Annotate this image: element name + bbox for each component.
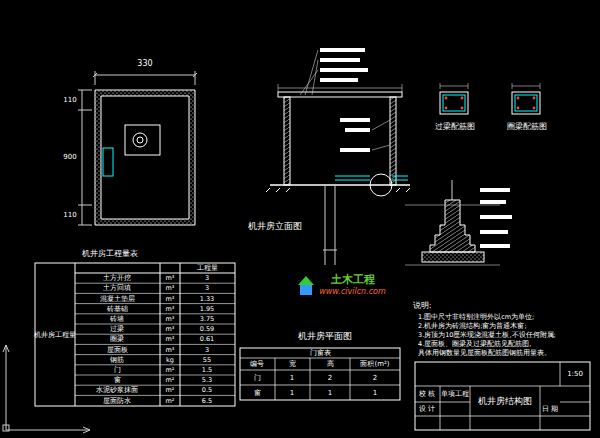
drawing-label: 面积(m²) — [360, 361, 389, 368]
drawing-label: m³ — [166, 346, 175, 353]
drawing-label: 混凝土垫层 — [100, 295, 135, 302]
drawing-label: 工程量 — [197, 265, 218, 272]
drawing-label: 砖基础 — [107, 305, 128, 312]
drawing-label: 5.3 — [202, 377, 212, 384]
drawing-label: 4.屋面板、圈梁及过梁配筋见配筋图, — [418, 341, 531, 348]
drawing-label: 屋面板 — [107, 346, 128, 353]
drawing-label: 砖墙 — [110, 316, 124, 323]
drawing-label: 具体用钢数量见屋面板配筋图钢筋用量表。 — [418, 350, 551, 357]
drawing-label: 1 — [328, 389, 332, 396]
drawing-label: 2.机井房为砖混结构;窗为普通木窗; — [418, 323, 527, 330]
drawing-label: 0.59 — [200, 326, 214, 333]
drawing-label: 330 — [137, 60, 152, 68]
drawing-label: 55 — [203, 356, 211, 363]
drawing-label: m² — [166, 387, 175, 394]
drawing-label: 1 — [373, 389, 377, 396]
drawing-label: 0.5 — [202, 387, 212, 394]
drawing-label: kg — [166, 356, 174, 363]
drawing-label: 说明: — [413, 302, 432, 310]
drawing-label: 水泥砂浆抹面 — [96, 387, 138, 394]
drawing-label: 机井房工程量 — [34, 332, 76, 339]
drawing-label: 土方开挖 — [103, 275, 131, 282]
node-text: 机井房结构图 — [478, 396, 532, 406]
drawing-label: 圈梁配筋图 — [507, 123, 547, 131]
drawing-label: 2 — [328, 374, 332, 381]
drawing-label: m² — [166, 377, 175, 384]
drawing-label: 窗 — [254, 389, 261, 396]
title-cell: 机井房结构图 — [472, 388, 538, 414]
drawing-label: 2 — [373, 374, 377, 381]
drawing-label: 机井房立面图 — [248, 222, 302, 231]
drawing-label: 机井房平面图 — [298, 332, 352, 341]
drawing-label: 过梁配筋图 — [435, 123, 475, 131]
drawing-label: m² — [166, 397, 175, 404]
drawing-label: 110 — [63, 97, 76, 104]
node-text: 土木工程 — [331, 274, 375, 287]
drawing-label: 门 — [114, 367, 121, 374]
drawing-label: 编号 — [250, 361, 264, 368]
drawing-label: 单项工程 — [441, 391, 469, 398]
drawing-label: m³ — [166, 285, 175, 292]
node-text: www.civilcn.com — [319, 287, 386, 296]
drawing-label: 钢筋 — [110, 356, 124, 363]
drawing-label: 110 — [63, 212, 76, 219]
drawing-label: 6.5 — [202, 397, 212, 404]
drawing-label: 3.75 — [200, 316, 214, 323]
drawing-label: 门窗表 — [310, 350, 331, 357]
drawing-label: m³ — [166, 305, 175, 312]
watermark-badge: 土木工程www.civilcn.com — [316, 270, 389, 300]
drawing-label: 设 计 — [419, 406, 435, 413]
drawing-label: 3 — [205, 275, 209, 282]
drawing-label: 3 — [205, 346, 209, 353]
drawing-label: 圈梁 — [110, 336, 124, 343]
drawing-label: m² — [166, 367, 175, 374]
drawing-label: 门 — [254, 374, 261, 381]
drawing-label: 校 核 — [419, 391, 435, 398]
drawing-label: 1 — [290, 389, 294, 396]
drawing-label: 1.95 — [200, 305, 214, 312]
drawing-label: 高 — [327, 361, 334, 368]
drawing-label: 1:50 — [567, 371, 583, 378]
drawing-label: 机井房工程量表 — [82, 250, 138, 258]
drawing-label: m³ — [166, 336, 175, 343]
drawing-label: m³ — [166, 295, 175, 302]
drawing-label: 屋面防水 — [103, 397, 131, 404]
drawing-label: 3 — [205, 285, 209, 292]
drawing-label: 900 — [63, 154, 76, 161]
drawing-label: 日 期 — [542, 406, 558, 413]
drawing-label: 土方回填 — [103, 285, 131, 292]
drawing-label: m³ — [166, 316, 175, 323]
drawing-label: m³ — [166, 326, 175, 333]
drawing-label: 宽 — [289, 361, 296, 368]
drawing-label: 1 — [290, 374, 294, 381]
drawing-label: 3.房顶为10厘米现浇混凝土板,不设任何附属; — [418, 332, 556, 339]
drawing-label: 窗 — [114, 377, 121, 384]
drawing-label: 1.5 — [202, 367, 212, 374]
drawing-label: 0.61 — [200, 336, 214, 343]
drawing-label: 过梁 — [110, 326, 124, 333]
drawing-label: m³ — [166, 275, 175, 282]
drawing-label: 1.图中尺寸非特别注明外以cm为单位; — [418, 314, 534, 321]
drawing-label: 1.33 — [200, 295, 214, 302]
